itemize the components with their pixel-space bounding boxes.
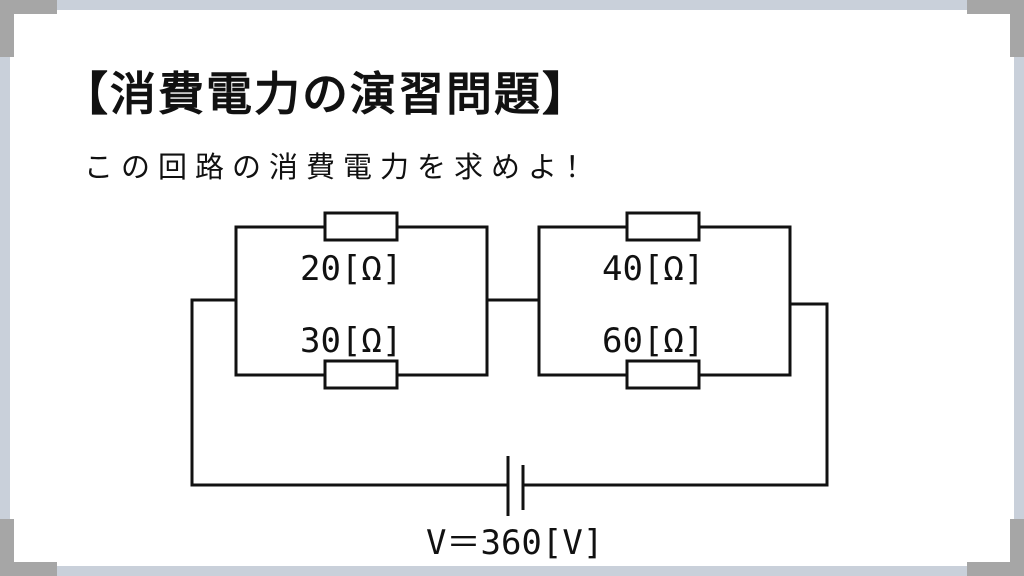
- resistor-20: [323, 211, 399, 242]
- corner-decoration: [0, 562, 57, 576]
- corner-decoration: [967, 562, 1024, 576]
- corner-decoration: [1010, 0, 1024, 57]
- corner-decoration: [1010, 519, 1024, 576]
- outer-wire: [190, 298, 508, 487]
- outer-wire: [523, 302, 829, 487]
- resistor-label-30: 30[Ω]: [300, 321, 402, 361]
- corner-decoration: [0, 519, 14, 576]
- resistor-60: [625, 359, 701, 390]
- corner-decoration: [967, 0, 1024, 14]
- page-title: 【消費電力の演習問題】: [62, 67, 590, 121]
- resistor-30: [323, 359, 399, 390]
- resistor-label-40: 40[Ω]: [602, 249, 704, 289]
- voltage-label: V＝360[V]: [426, 523, 603, 563]
- resistor-40: [625, 211, 701, 242]
- slide-card: [10, 10, 1014, 566]
- resistor-label-20: 20[Ω]: [300, 249, 402, 289]
- question-text: この回路の消費電力を求めよ！: [84, 150, 603, 184]
- resistor-label-60: 60[Ω]: [602, 321, 704, 361]
- corner-decoration: [0, 0, 14, 57]
- corner-decoration: [0, 0, 57, 14]
